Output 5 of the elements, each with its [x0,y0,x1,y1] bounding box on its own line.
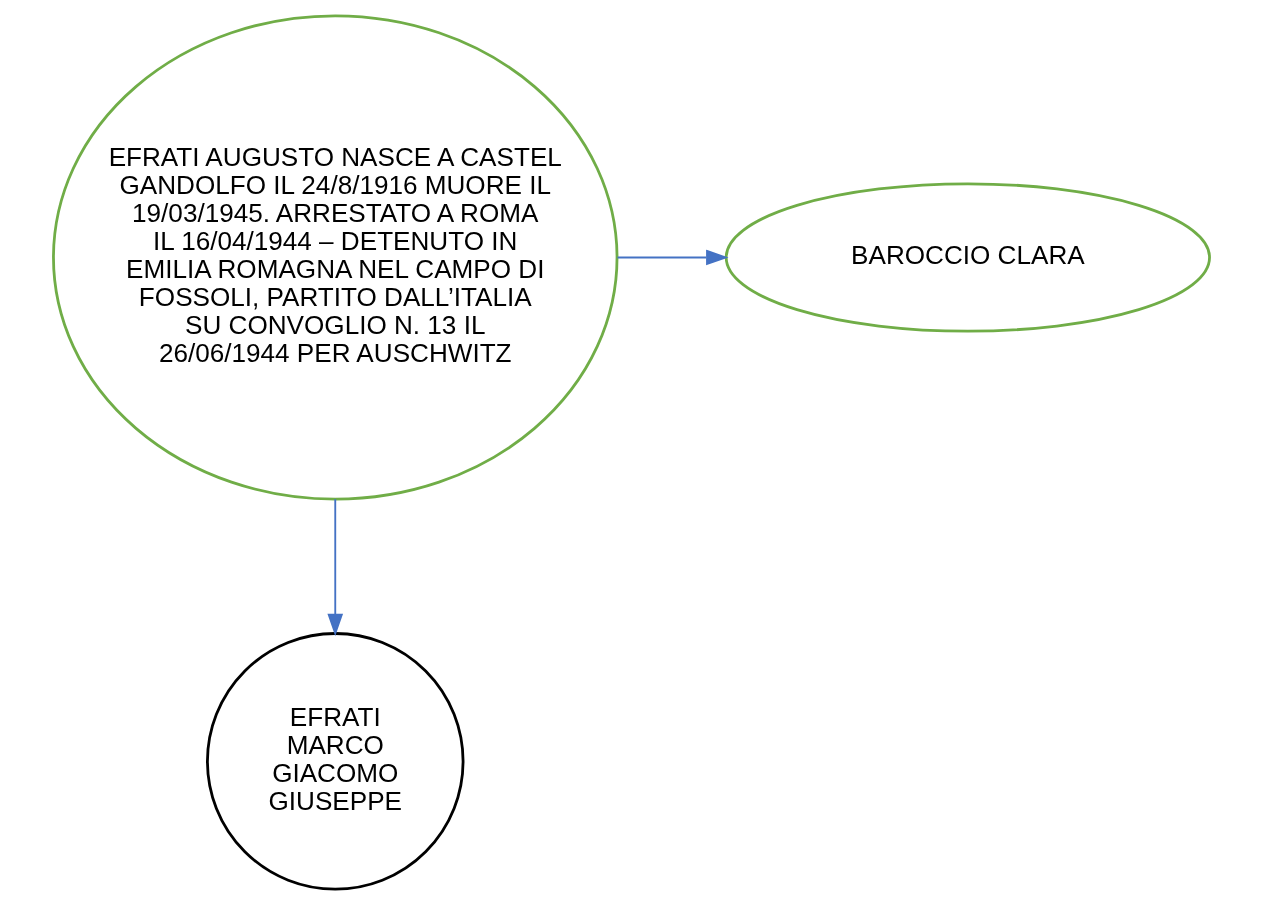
node-ellipse: BAROCCIO CLARA [724,182,1211,333]
node-ellipse: EFRATI AUGUSTO NASCE A CASTEL GANDOLFO IL 24/8/1916 MUORE IL 19/03/1945. ARRESTATO A ROMA IL 16/04/1944 – DETENUTO IN EMILIA ROMAGNA NEL CAMPO DI FOSSOLI, PARTITO DALL’ITALIA SU CONVOGLIO N. 13 IL 26/06/1944 PER AUSCHWITZ [52,14,619,501]
arrow [327,498,344,637]
arrow [616,249,729,266]
node-circle: EFRATI MARCO GIACOMO GIUSEPPE [206,632,465,891]
